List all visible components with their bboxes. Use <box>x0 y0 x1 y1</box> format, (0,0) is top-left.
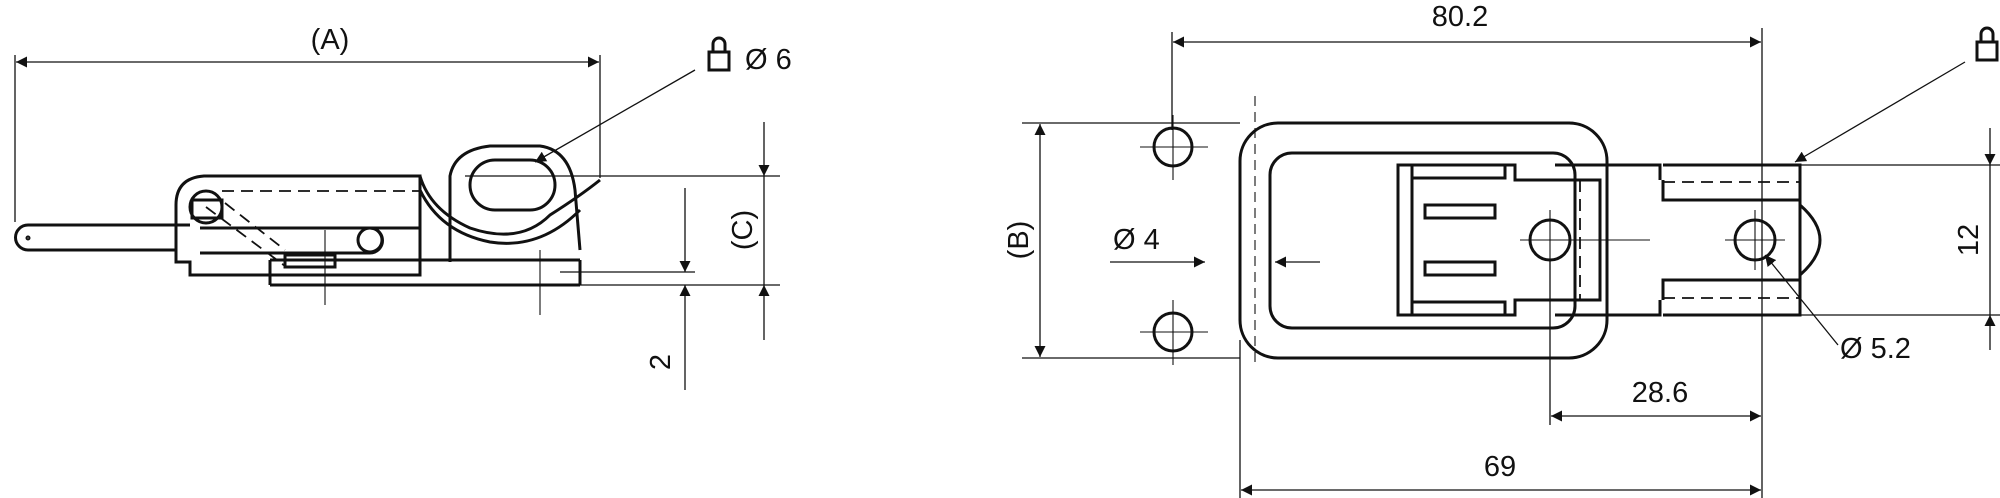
padlock-icon <box>707 36 731 72</box>
base-plate <box>268 230 582 305</box>
latch-hook <box>418 144 601 315</box>
padlock-icon <box>1975 26 1999 62</box>
keeper-hole-label: Ø 5.2 <box>1840 333 1911 365</box>
hinge-body <box>174 174 422 277</box>
dim-thickness-label: 2 <box>645 354 677 370</box>
padlock-hole-callout: Ø 6 <box>534 36 792 163</box>
mount-hole-callout: Ø 4 <box>1110 224 1320 268</box>
lever-end <box>25 235 31 241</box>
keeper <box>1661 163 1822 317</box>
mount-hole-label: Ø 4 <box>1113 224 1160 256</box>
dim-a-label: (A) <box>311 24 350 56</box>
lever-bar <box>14 223 420 255</box>
side-view: (A) Ø 6 (C) 2 <box>14 24 792 390</box>
dim-base-length-label: 69 <box>1484 451 1516 483</box>
keeper-hole-callout: Ø 5.2 <box>1764 254 1911 365</box>
dim-keeper-offset-label: 28.6 <box>1632 377 1688 409</box>
dim-c: (C) <box>465 122 780 340</box>
mount-holes <box>1140 115 1208 365</box>
padlock-hole-label: Ø 6 <box>745 44 792 76</box>
dim-keeper-width: 12 <box>1800 128 2000 350</box>
keeper-padlock-callout <box>1794 26 1999 163</box>
dim-b-label: (B) <box>1003 221 1035 260</box>
dim-c-label: (C) <box>727 210 759 250</box>
dim-total-length: 80.2 <box>1171 1 1763 360</box>
top-view: 80.2 69 28.6 (B) Ø 4 <box>1003 1 2000 498</box>
dim-thickness: 2 <box>560 188 695 390</box>
dim-base-length: 69 <box>1239 340 1763 498</box>
dim-total-length-label: 80.2 <box>1432 1 1488 33</box>
padlock-hole <box>468 158 557 212</box>
dim-a: (A) <box>14 24 601 222</box>
lever-pivot <box>356 226 384 254</box>
dim-keeper-width-label: 12 <box>1953 224 1985 256</box>
dim-b: (B) <box>1003 122 1240 359</box>
dim-keeper-offset: 28.6 <box>1549 260 1761 425</box>
